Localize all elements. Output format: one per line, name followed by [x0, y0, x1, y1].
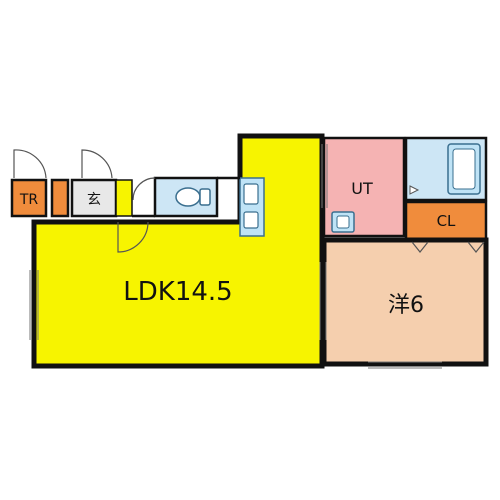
trunk-room: [10, 178, 48, 218]
door-swing-arcs-top: [13, 149, 113, 179]
storage-strip: [50, 178, 70, 218]
entrance-area: [70, 178, 118, 218]
utility-label: UT: [351, 179, 373, 198]
entrance-label: 玄: [87, 191, 101, 208]
entrance-door-swing: [81, 149, 113, 179]
closet: [404, 200, 488, 242]
tr-door-swing: [13, 149, 47, 179]
ldk-bedroom-sliding-door: [319, 262, 327, 340]
ldk-label: LDK14.5: [123, 277, 232, 307]
bedroom-label: 洋6: [388, 293, 424, 318]
bedroom-window-bottom: [368, 361, 442, 369]
ldk-door-swing: [117, 221, 149, 253]
hall-strip: [115, 179, 133, 217]
ut-sliding-door: [321, 144, 328, 208]
toilet-fixture-icon: [175, 187, 211, 207]
ldk-room: [31, 133, 325, 369]
ldk-window-left: [29, 270, 39, 340]
bathtub-inner-icon: [452, 148, 476, 190]
closet-label: CL: [437, 212, 456, 230]
kitchen-stove-icon: [243, 183, 259, 205]
washbasin-bowl-icon: [336, 215, 350, 229]
trunk-room-label: TR: [19, 192, 39, 208]
bedroom: [321, 237, 489, 367]
kitchen-sink-icon: [243, 211, 259, 229]
toilet-door-swing: [132, 177, 156, 201]
closet-door-marks: [411, 241, 485, 253]
bath-door-mark: [409, 185, 420, 195]
